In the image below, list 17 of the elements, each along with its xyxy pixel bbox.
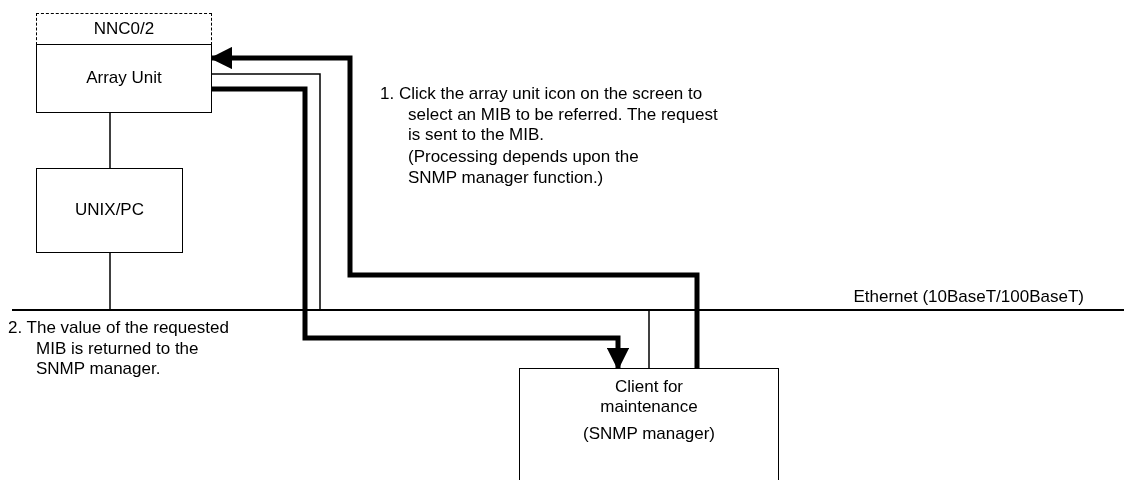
connector-line (648, 310, 650, 369)
device-box (36, 168, 183, 253)
note-text: 1. Click the array unit icon on the screen to select an MIB to be referred. The request is sent to the MIB. (380, 84, 718, 147)
device-box (36, 44, 212, 113)
client-box (519, 368, 779, 480)
unit-label-box (36, 13, 212, 45)
network-label: Ethernet (10BaseT/100BaseT) (853, 286, 1084, 307)
connector-line (109, 252, 111, 310)
connector-line (211, 73, 321, 310)
node-label: Client for maintenance (599, 377, 699, 418)
node-label: NNC0/2 (93, 18, 155, 40)
node-label: UNIX/PC (75, 200, 144, 221)
connector-line (109, 112, 111, 169)
node-label: (SNMP manager) (583, 423, 715, 445)
note-text: 2. The value of the requested MIB is returned to the SNMP manager. (8, 318, 230, 381)
note-text: (Processing depends upon the SNMP manager function.) (408, 147, 640, 189)
node-label: Array Unit (86, 68, 162, 89)
